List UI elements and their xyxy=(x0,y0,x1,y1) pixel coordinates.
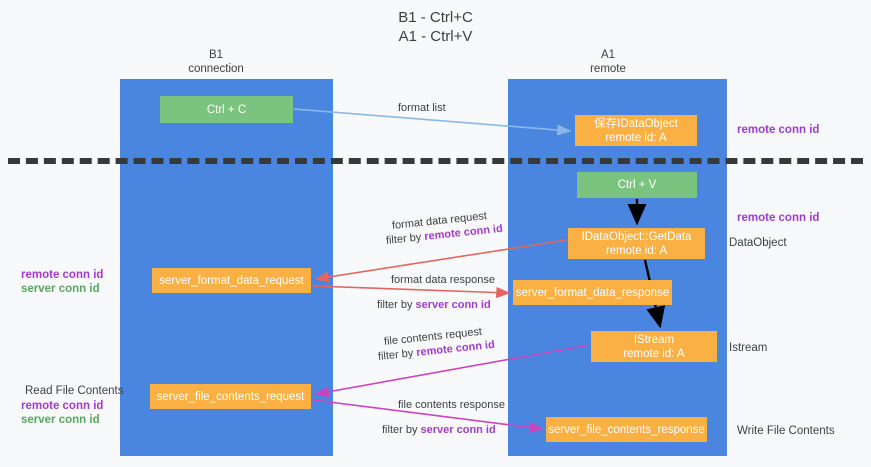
column-header-a1-name: A1 xyxy=(600,49,616,61)
lane-b1-below-divider xyxy=(120,161,333,456)
column-header-a1: A1 remote xyxy=(508,48,708,76)
filter-prefix: filter by xyxy=(382,424,421,436)
node-server-format-data-request[interactable]: server_format_data_request xyxy=(152,268,311,293)
annotation-server-conn-id-a: server conn id xyxy=(21,283,100,295)
node-save-idataobject[interactable]: 保存IDataObject remote id: A xyxy=(575,115,697,146)
annotation-istream: Istream xyxy=(729,342,768,354)
annotation-dataobject: DataObject xyxy=(729,237,787,249)
node-istream[interactable]: IStream remote id: A xyxy=(591,331,717,362)
node-istream-line1: IStream xyxy=(633,333,675,346)
edge-label-format-data-response: format data response xyxy=(391,274,495,286)
node-save-idataobject-line1: 保存IDataObject xyxy=(594,117,678,130)
node-ctrl-c-label: Ctrl + C xyxy=(206,103,247,116)
node-format-resp-label: server_format_data_response xyxy=(515,286,670,299)
phase-divider xyxy=(8,158,863,164)
node-idataobject-getdata[interactable]: IDataObject::GetData remote id: A xyxy=(568,228,705,259)
node-server-format-data-response[interactable]: server_format_data_response xyxy=(513,280,672,305)
edge-label-file-contents-response-filter: filter by server conn id xyxy=(382,423,496,437)
diagram-title-line-2: A1 - Ctrl+V xyxy=(398,28,473,45)
node-file-req-label: server_file_contents_request xyxy=(156,390,305,403)
filter-prefix: filter by xyxy=(377,299,416,311)
annotation-remote-conn-id-mid: remote conn id xyxy=(737,212,820,224)
annotation-conn-id-stack-lower: remote conn id server conn id xyxy=(21,399,103,427)
annotation-read-file-contents: Read File Contents xyxy=(25,385,124,397)
column-header-b1-name: B1 xyxy=(208,49,224,61)
node-save-idataobject-line2: remote id: A xyxy=(605,131,667,144)
node-server-file-contents-request[interactable]: server_file_contents_request xyxy=(150,384,311,409)
node-ctrl-c[interactable]: Ctrl + C xyxy=(160,96,293,123)
node-file-resp-label: server_file_contents_response xyxy=(548,423,705,436)
node-istream-line2: remote id: A xyxy=(623,347,685,360)
lane-a1-below-divider xyxy=(508,161,727,456)
annotation-server-conn-id-b: server conn id xyxy=(21,414,100,426)
column-header-a1-sub: remote xyxy=(590,63,626,75)
edge-label-file-contents-response: file contents response xyxy=(398,399,506,411)
filter-key-server-conn-id: server conn id xyxy=(420,424,496,436)
edge-label-format-data-response-filter: filter by server conn id xyxy=(377,298,491,312)
node-getdata-line2: remote id: A xyxy=(605,244,668,257)
column-header-b1: B1 connection xyxy=(116,48,316,76)
node-server-file-contents-response[interactable]: server_file_contents_response xyxy=(546,417,707,442)
node-getdata-line1: IDataObject::GetData xyxy=(581,230,692,243)
diagram-title-line-1: B1 - Ctrl+C xyxy=(398,9,473,26)
filter-key-server-conn-id: server conn id xyxy=(415,299,491,311)
annotation-remote-conn-id-a: remote conn id xyxy=(21,269,104,281)
annotation-write-file-contents: Write File Contents xyxy=(737,425,835,437)
filter-prefix: filter by xyxy=(385,231,425,247)
node-ctrl-v-label: Ctrl + V xyxy=(617,179,657,191)
column-header-b1-sub: connection xyxy=(188,63,244,75)
node-ctrl-v[interactable]: Ctrl + V xyxy=(577,172,697,198)
filter-prefix: filter by xyxy=(377,347,417,363)
node-format-req-label: server_format_data_request xyxy=(159,274,304,287)
annotation-remote-conn-id-b: remote conn id xyxy=(21,400,104,412)
annotation-remote-conn-id-top: remote conn id xyxy=(737,124,820,136)
annotation-conn-id-stack-upper: remote conn id server conn id xyxy=(21,268,103,296)
arrow-format-data-response xyxy=(312,285,511,299)
edge-label-format-list: format list xyxy=(398,102,446,114)
